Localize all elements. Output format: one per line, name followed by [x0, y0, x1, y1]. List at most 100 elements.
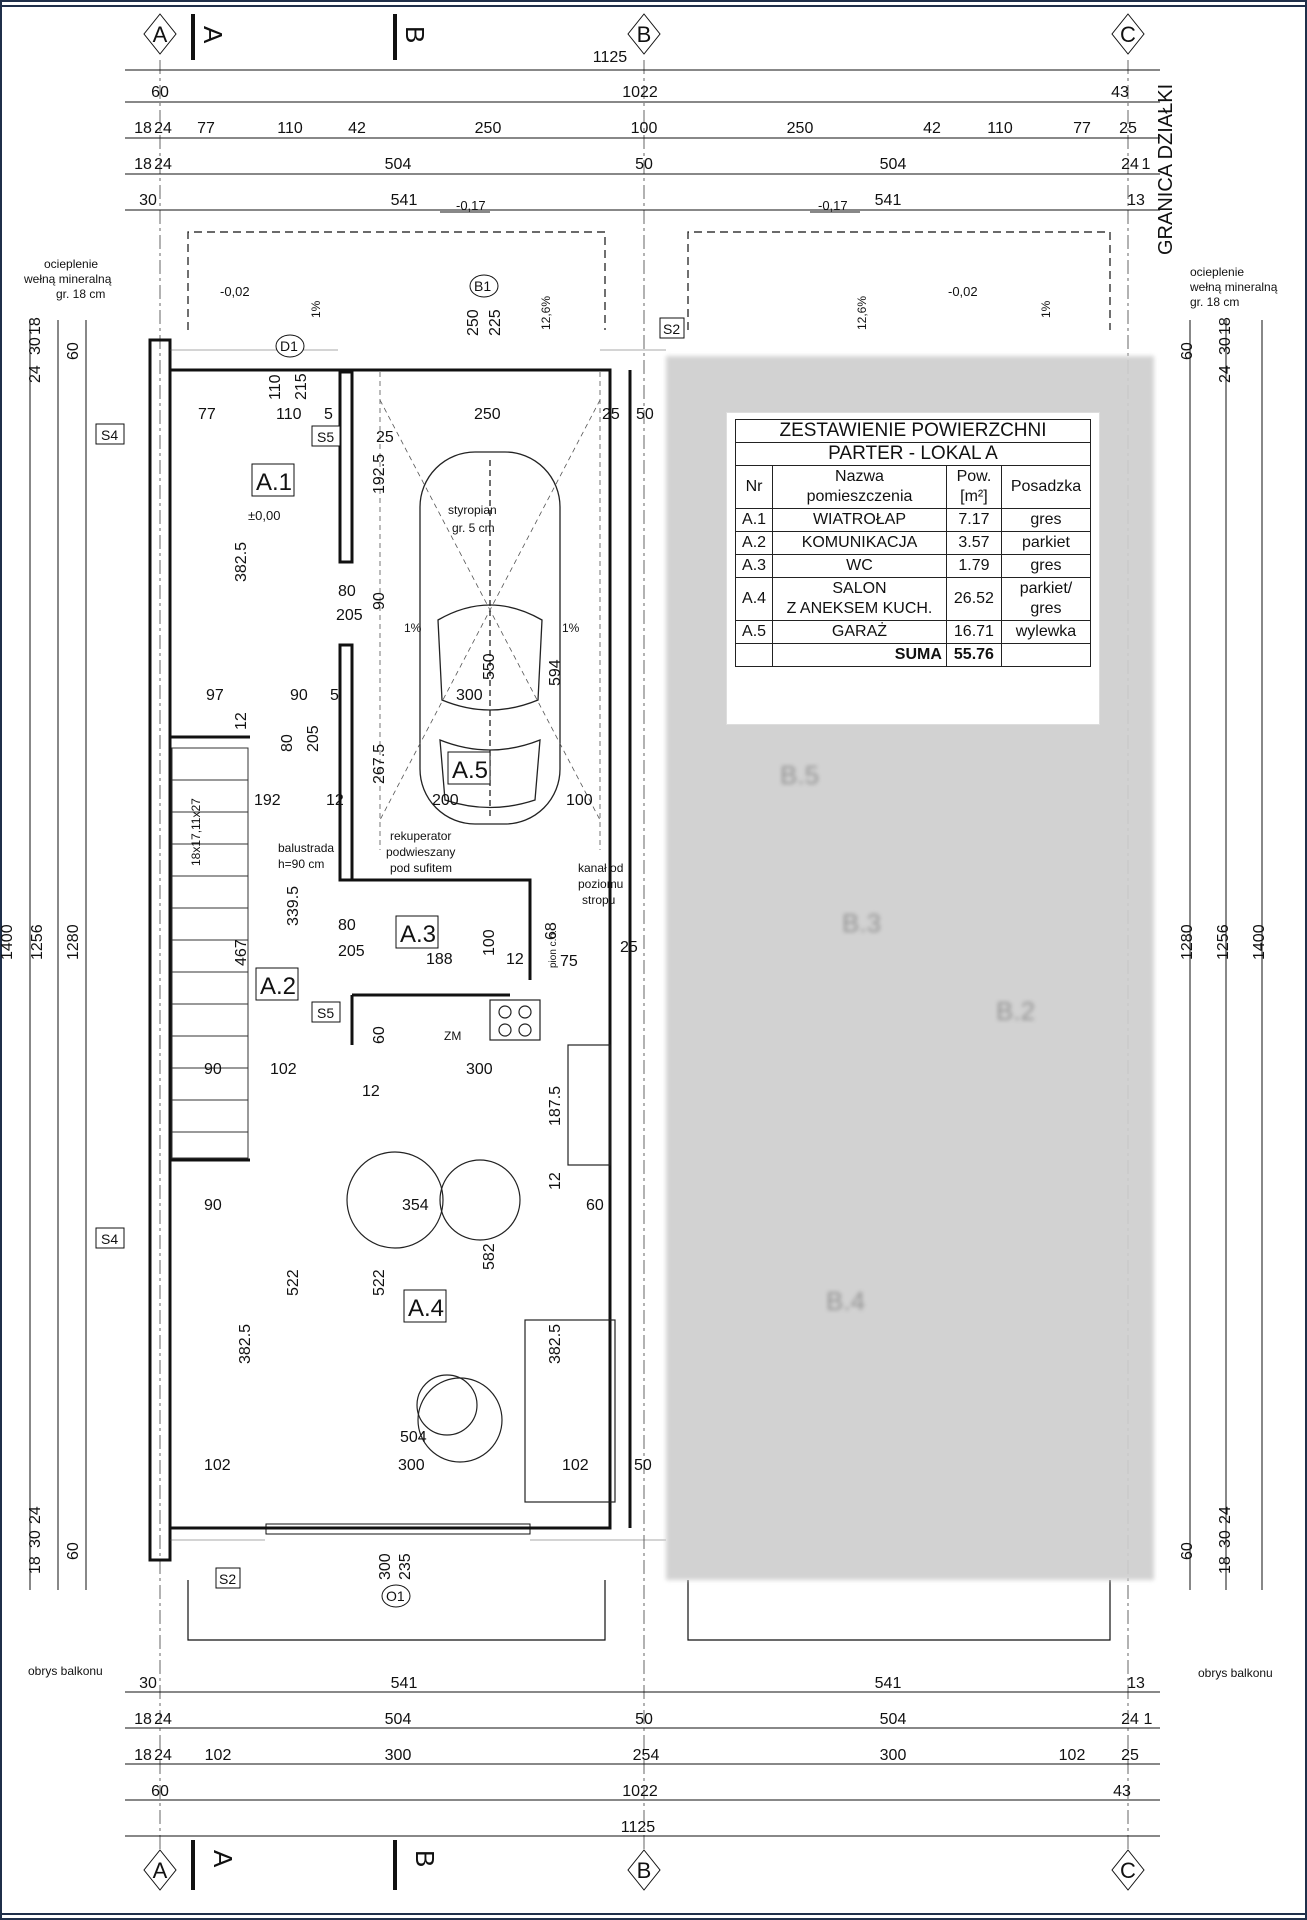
svg-text:100: 100 [481, 929, 498, 956]
svg-text:B: B [637, 22, 652, 47]
svg-text:30: 30 [139, 192, 157, 209]
svg-text:24: 24 [27, 1506, 44, 1524]
svg-text:kanał od: kanał od [578, 861, 623, 875]
area-schedule-table: ZESTAWIENIE POWIERZCHNI PARTER - LOKAL A… [726, 412, 1100, 725]
svg-text:C: C [1120, 22, 1136, 47]
svg-text:102: 102 [204, 1457, 231, 1474]
svg-text:60: 60 [1179, 1542, 1196, 1560]
svg-text:467: 467 [233, 939, 250, 966]
plot-border-label: GRANICA DZIAŁKI [1155, 84, 1177, 255]
svg-text:obrys balkonu: obrys balkonu [1198, 1666, 1273, 1680]
svg-text:102: 102 [1059, 1747, 1086, 1764]
svg-text:18: 18 [134, 1747, 152, 1764]
svg-text:18: 18 [27, 1556, 44, 1574]
terrace-outlines [187, 231, 1111, 1641]
svg-text:S4: S4 [101, 427, 118, 443]
svg-text:90: 90 [290, 687, 308, 704]
svg-text:A: A [153, 1858, 168, 1883]
svg-text:50: 50 [635, 156, 653, 173]
svg-text:68: 68 [543, 922, 560, 940]
svg-text:205: 205 [338, 943, 365, 960]
svg-text:25: 25 [602, 406, 620, 423]
svg-text:1400: 1400 [0, 924, 16, 960]
svg-text:522: 522 [371, 1269, 388, 1296]
svg-text:100: 100 [566, 792, 593, 809]
svg-text:24: 24 [1217, 365, 1234, 383]
svg-text:1256: 1256 [1215, 924, 1232, 960]
svg-text:382.5: 382.5 [233, 542, 250, 582]
svg-text:styropian: styropian [448, 503, 497, 517]
svg-text:1%: 1% [1039, 300, 1053, 318]
svg-text:24: 24 [154, 120, 172, 137]
left-side-dimensions: 24 30 18 60 1400 1256 1280 18 30 24 60 [0, 317, 87, 1590]
level-marks: -0,17 -0,17 -0,02 -0,02 ±0,00 [220, 198, 978, 523]
svg-text:594: 594 [547, 659, 564, 686]
svg-text:90: 90 [371, 592, 388, 610]
svg-text:200: 200 [432, 792, 459, 809]
axis-marker-bottom-c: C [1111, 1849, 1145, 1891]
svg-text:504: 504 [880, 156, 907, 173]
stairs [171, 747, 249, 1159]
svg-text:S2: S2 [219, 1571, 236, 1587]
svg-text:wełną mineralną: wełną mineralną [1189, 280, 1278, 294]
svg-text:S4: S4 [101, 1231, 118, 1247]
ghost-room-b2: B.2 [996, 996, 1036, 1026]
svg-text:102: 102 [270, 1061, 297, 1078]
svg-text:12: 12 [233, 712, 250, 730]
section-mark-b-top: B [393, 14, 430, 60]
svg-text:gr. 18 cm: gr. 18 cm [1190, 295, 1239, 309]
svg-text:582: 582 [481, 1243, 498, 1270]
svg-text:77: 77 [197, 120, 215, 137]
svg-text:12,6%: 12,6% [855, 296, 869, 330]
svg-text:24: 24 [154, 156, 172, 173]
svg-text:30: 30 [1217, 337, 1234, 355]
svg-text:90: 90 [204, 1197, 222, 1214]
svg-text:60: 60 [1179, 342, 1196, 360]
svg-text:25: 25 [620, 939, 638, 956]
svg-text:B: B [637, 1858, 652, 1883]
svg-text:60: 60 [371, 1026, 388, 1044]
svg-text:ZM: ZM [444, 1029, 461, 1043]
inner-dimensions: 77 110 5 250 25 50 25 192.5 382.5 80 205… [198, 309, 654, 1580]
svg-text:13: 13 [1127, 1675, 1145, 1692]
svg-text:192.5: 192.5 [371, 454, 388, 494]
svg-text:ocieplenie: ocieplenie [44, 257, 98, 271]
svg-text:300: 300 [456, 687, 483, 704]
room-label-a4: A.4 [408, 1295, 444, 1322]
svg-text:300: 300 [398, 1457, 425, 1474]
room-label-a5: A.5 [452, 757, 488, 784]
svg-text:18x17,11x27: 18x17,11x27 [189, 798, 203, 866]
svg-text:12: 12 [506, 951, 524, 968]
svg-text:504: 504 [385, 1711, 412, 1728]
svg-text:77: 77 [198, 406, 216, 423]
svg-text:50: 50 [634, 1457, 652, 1474]
exterior-walls [148, 338, 632, 1562]
svg-text:balustrada: balustrada [278, 841, 334, 855]
svg-text:60: 60 [586, 1197, 604, 1214]
svg-text:18: 18 [1217, 1556, 1234, 1574]
table-sum-row: SUMA 55.76 [734, 643, 1092, 667]
svg-text:254: 254 [633, 1747, 660, 1764]
room-label-a1: A.1 [256, 469, 292, 496]
axis-marker-top-b: B [627, 13, 661, 55]
svg-text:1022: 1022 [622, 84, 658, 101]
svg-text:60: 60 [151, 84, 169, 101]
svg-text:1125: 1125 [593, 49, 628, 66]
section-mark-a-top: A [191, 14, 228, 60]
svg-text:550: 550 [481, 653, 498, 680]
ghost-room-b5: B.5 [780, 760, 820, 790]
svg-text:25: 25 [1119, 120, 1137, 137]
svg-text:504: 504 [880, 1711, 907, 1728]
svg-text:18: 18 [1217, 317, 1234, 335]
svg-text:podwieszany: podwieszany [386, 845, 455, 859]
svg-text:60: 60 [65, 1542, 82, 1560]
svg-text:stropu: stropu [582, 893, 615, 907]
axis-marker-bottom-b: B [627, 1849, 661, 1891]
svg-text:522: 522 [285, 1269, 302, 1296]
svg-text:339.5: 339.5 [285, 886, 302, 926]
section-mark-a-bottom: A [191, 1840, 238, 1890]
svg-text:h=90 cm: h=90 cm [278, 857, 324, 871]
svg-text:504: 504 [400, 1429, 427, 1446]
svg-text:43: 43 [1111, 84, 1129, 101]
